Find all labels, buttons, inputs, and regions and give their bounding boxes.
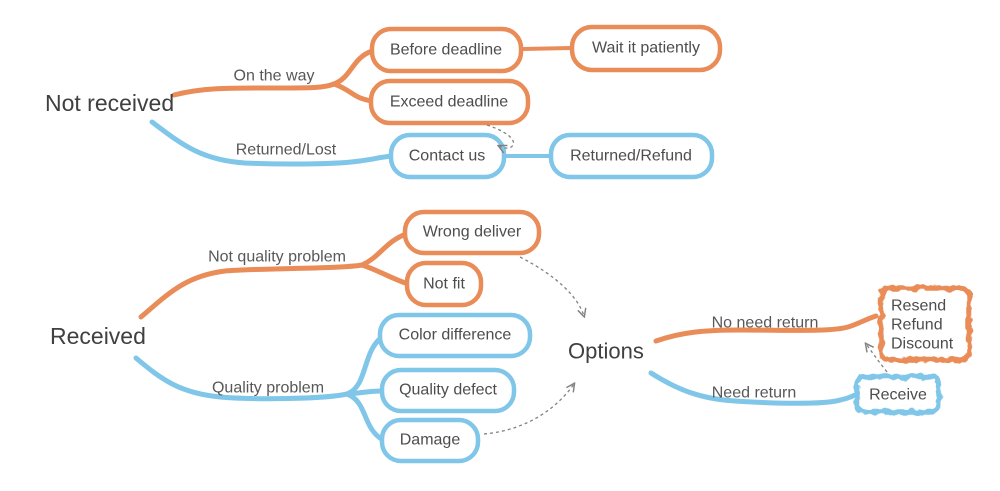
branch-line-damage — [344, 391, 386, 443]
node-resend-label: Resend — [891, 298, 946, 315]
branch-label-no-need-return[interactable]: No need return — [712, 315, 819, 332]
branch-line-not-fit — [359, 262, 411, 287]
node-returned-refund-box[interactable] — [548, 132, 715, 180]
node-exceed-deadline-box[interactable] — [368, 78, 531, 126]
dashed-arrow-wrong-deliver-to-options — [519, 256, 584, 316]
node-wrong-deliver[interactable]: Wrong deliver — [402, 209, 542, 256]
dashed-arrow-exceed-to-contact — [486, 124, 515, 148]
connector-before-wait — [520, 46, 573, 51]
node-exceed-deadline-label: Exceed deadline — [390, 94, 508, 111]
node-receive-box[interactable] — [854, 374, 942, 415]
node-contact-us[interactable]: Contact us — [388, 132, 507, 180]
branch-label-on-the-way[interactable]: On the way — [234, 68, 315, 85]
node-contact-us-label: Contact us — [409, 148, 485, 165]
branch-line-before-deadline — [331, 48, 375, 87]
node-damage[interactable]: Damage — [379, 417, 481, 464]
node-returned-refund-label: Returned/Refund — [570, 148, 692, 165]
node-damage-box[interactable] — [379, 417, 481, 464]
node-returned-refund[interactable]: Returned/Refund — [548, 132, 715, 180]
branch-label-returned-lost[interactable]: Returned/Lost — [236, 142, 337, 159]
node-resend-refund-discount-box[interactable] — [878, 285, 972, 363]
node-options[interactable]: Options — [568, 339, 644, 364]
node-discount-label: Discount — [891, 336, 954, 353]
branch-line-exceed-deadline — [331, 81, 375, 104]
branch-line-returned-lost — [149, 119, 395, 167]
branch-line-not-quality — [138, 262, 365, 320]
branch-line-on-the-way — [171, 81, 337, 98]
node-color-difference[interactable]: Color difference — [377, 312, 533, 359]
node-wrong-deliver-box[interactable] — [402, 209, 542, 256]
branch-line-quality-defect — [344, 388, 386, 397]
node-receive[interactable]: Receive — [854, 374, 942, 415]
branch-line-need-return — [648, 370, 858, 406]
node-contact-us-box[interactable] — [388, 132, 507, 180]
node-quality-defect-box[interactable] — [379, 367, 517, 414]
node-received[interactable]: Received — [50, 323, 146, 349]
dashed-arrow-receive-to-resend — [866, 344, 888, 373]
node-before-deadline-label: Before deadline — [390, 42, 502, 59]
node-not-fit-box[interactable] — [404, 260, 484, 308]
branch-line-no-need-return — [653, 313, 879, 344]
node-not-received[interactable]: Not received — [45, 90, 174, 116]
node-color-difference-label: Color difference — [399, 327, 512, 344]
node-resend-refund-discount[interactable]: Resend Refund Discount — [878, 285, 972, 363]
node-receive-label: Receive — [869, 387, 927, 404]
node-wrong-deliver-label: Wrong deliver — [423, 224, 522, 241]
branch-line-color-difference — [344, 334, 385, 397]
node-before-deadline[interactable]: Before deadline — [369, 26, 524, 74]
branch-label-need-return[interactable]: Need return — [712, 385, 797, 402]
node-quality-defect[interactable]: Quality defect — [379, 367, 517, 414]
node-damage-label: Damage — [400, 432, 461, 449]
branch-line-wrong-deliver — [359, 231, 409, 268]
node-exceed-deadline[interactable]: Exceed deadline — [368, 78, 531, 126]
node-wait-it-patiently[interactable]: Wait it patiently — [569, 24, 723, 73]
dashed-arrow-damage-to-options — [483, 384, 574, 435]
branch-label-quality[interactable]: Quality problem — [212, 380, 324, 397]
node-not-fit-label: Not fit — [423, 276, 465, 293]
node-color-difference-box[interactable] — [377, 312, 533, 359]
branch-line-quality — [133, 355, 350, 402]
node-wait-it-patiently-box[interactable] — [569, 24, 723, 73]
node-refund-label: Refund — [891, 317, 943, 334]
node-wait-it-patiently-label: Wait it patiently — [592, 40, 700, 57]
node-before-deadline-box[interactable] — [369, 26, 524, 74]
node-quality-defect-label: Quality defect — [399, 382, 497, 399]
branch-label-not-quality[interactable]: Not quality problem — [208, 249, 346, 266]
node-not-fit[interactable]: Not fit — [404, 260, 484, 308]
